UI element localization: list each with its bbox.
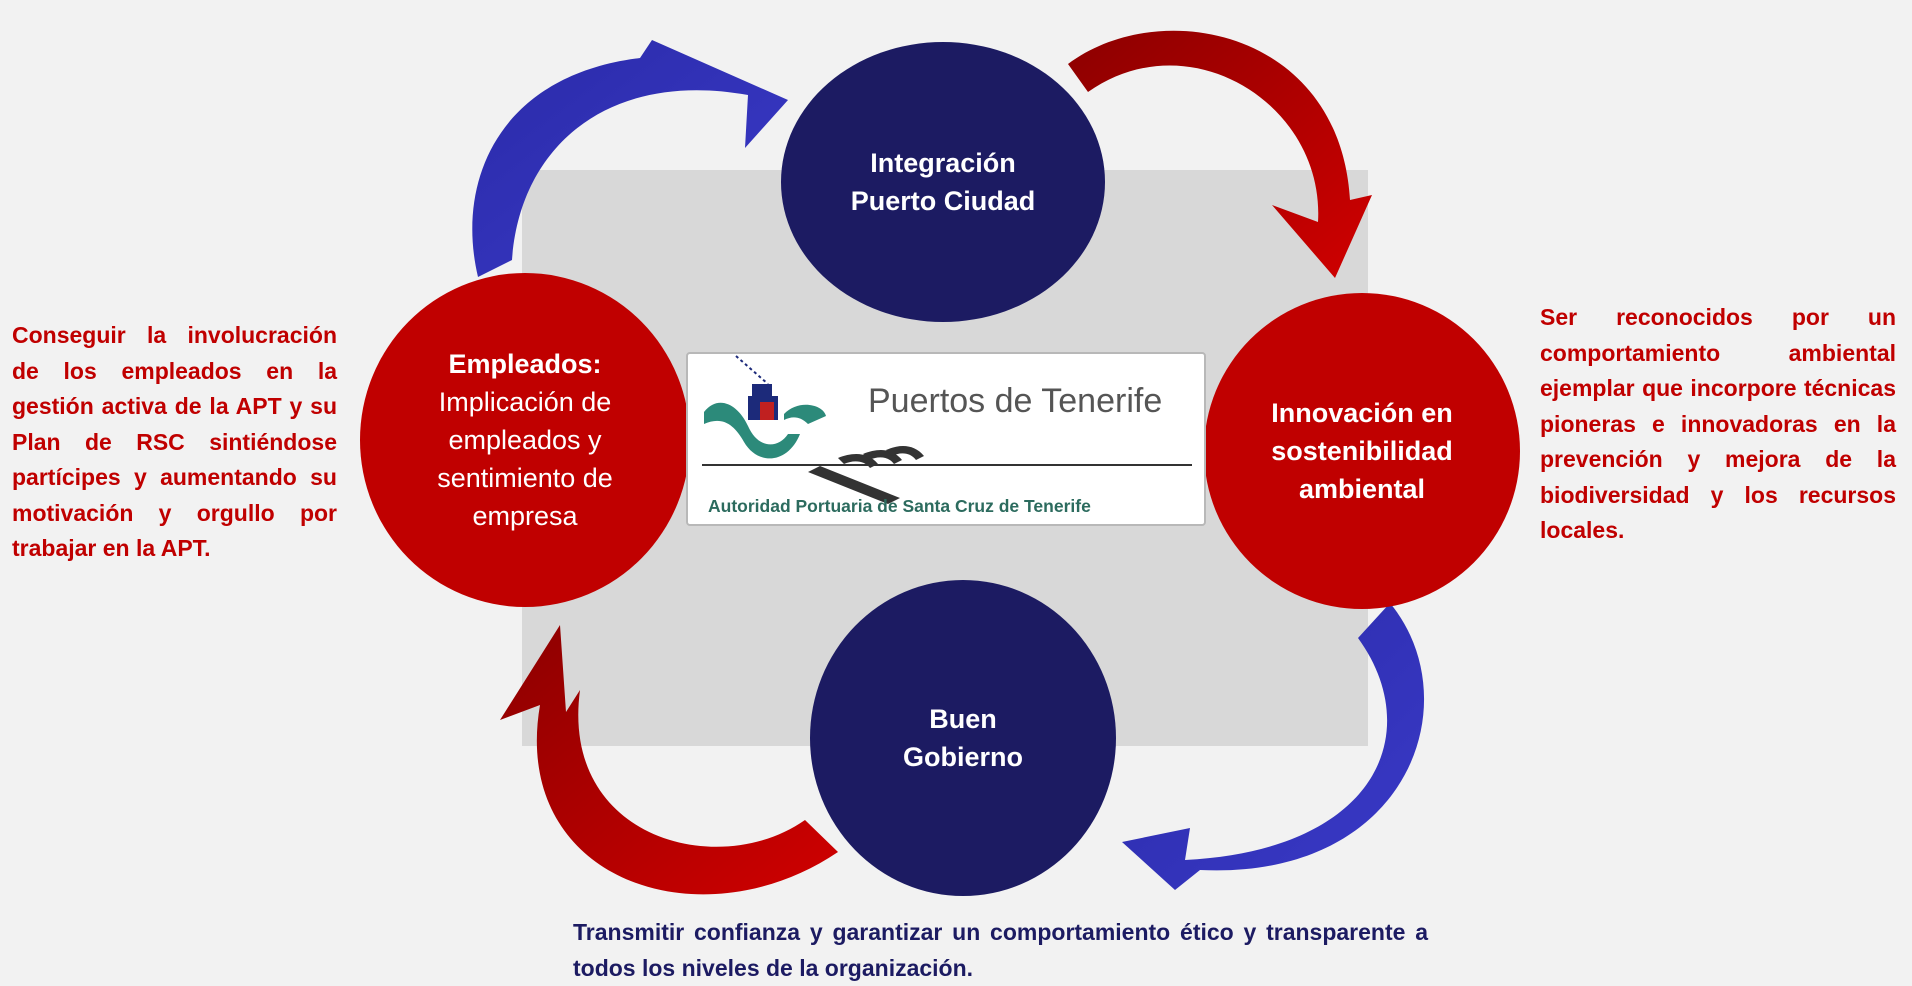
circle-empleados: Empleados: Implicación de empleados y se… [360,273,690,607]
logo-brand-name: Puertos de Tenerife [868,382,1163,420]
circle-buen-gobierno: Buen Gobierno [810,580,1116,896]
circle-innovacion: Innovación en sostenibilidad ambiental [1204,293,1520,609]
description-innovacion: Ser reconocidos por un comportamiento am… [1540,304,1896,543]
logo-mark-icon [704,355,924,504]
description-buen-gobierno: Transmitir confianza y garantizar un com… [573,919,1428,981]
circle-buen-gobierno-title: Buen Gobierno [903,704,1023,772]
logo-divider [702,464,1192,466]
circle-innovacion-title: Innovación en sostenibilidad ambiental [1271,398,1453,504]
circle-empleados-subtitle: Implicación de empleados y sentimiento d… [437,387,613,531]
logo-subtitle: Autoridad Portuaria de Santa Cruz de Ten… [708,496,1091,516]
arrow-top-to-right [1068,30,1372,279]
circle-integracion-title: Integración Puerto Ciudad [850,148,1036,216]
circle-integracion: Integración Puerto Ciudad [781,42,1105,322]
circle-empleados-title: Empleados: [448,349,602,379]
arrow-left-to-top [472,40,788,277]
puertos-de-tenerife-logo: Puertos de Tenerife Autoridad Portuaria … [686,352,1206,526]
description-empleados: Conseguir la involucración de los emplea… [12,322,337,561]
arrow-right-to-bottom [1122,603,1425,890]
arrow-bottom-to-left [500,625,838,895]
